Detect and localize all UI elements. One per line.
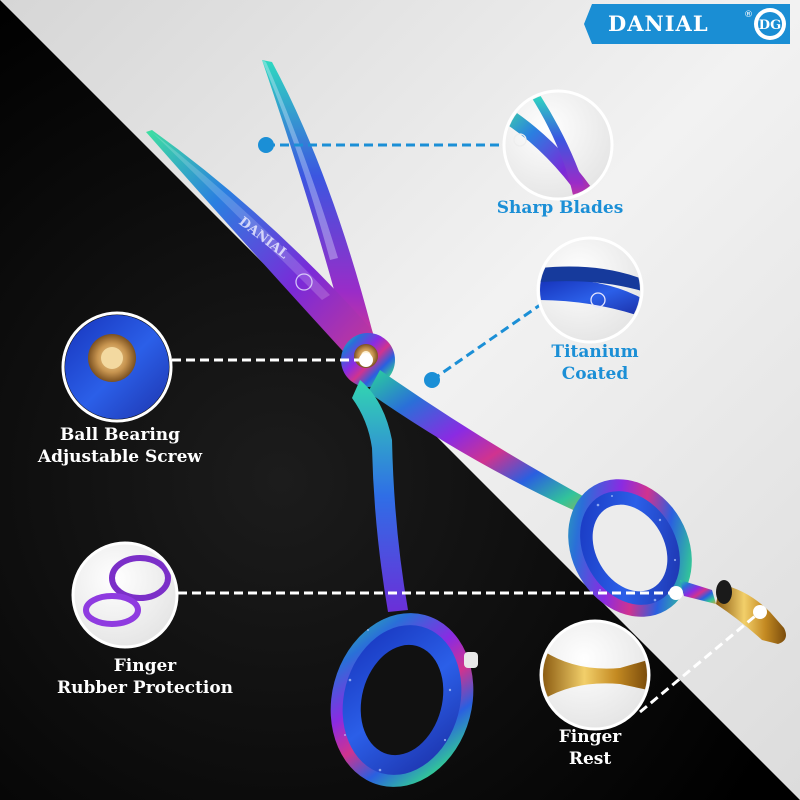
callout-sharp bbox=[258, 137, 505, 153]
detail-ball-bearing bbox=[61, 311, 173, 423]
brand-logo-badge: DG bbox=[584, 4, 790, 44]
label-ball-bearing: Ball Bearing Adjustable Screw bbox=[20, 424, 220, 468]
callout-ball bbox=[172, 353, 373, 367]
callout-rest bbox=[639, 605, 767, 714]
brand-name: DANIAL bbox=[608, 11, 709, 36]
callout-rubber bbox=[178, 586, 683, 600]
svg-text:DG: DG bbox=[759, 18, 781, 33]
label-rest-line1: Finger bbox=[558, 727, 622, 747]
detail-sharp-blades bbox=[502, 89, 614, 201]
label-titanium-line2: Coated bbox=[561, 364, 629, 384]
detail-finger-rest bbox=[539, 619, 651, 731]
label-sharp-blades-line1: Sharp Blades bbox=[496, 198, 624, 218]
handle-left-shank bbox=[352, 380, 408, 612]
label-rest-line2: Rest bbox=[568, 749, 612, 769]
label-rubber-line2: Rubber Protection bbox=[56, 678, 234, 698]
ring-glitter bbox=[344, 495, 677, 772]
blade-logo-mark bbox=[295, 273, 313, 291]
label-titanium-coated: Titanium Coated bbox=[530, 341, 660, 385]
label-ball-bearing-line2: Adjustable Screw bbox=[37, 447, 203, 467]
detail-titanium bbox=[536, 236, 644, 344]
detail-rubber bbox=[71, 541, 179, 649]
blade-front bbox=[146, 130, 375, 372]
callout-titan bbox=[424, 303, 541, 388]
label-finger-rest: Finger Rest bbox=[540, 726, 640, 770]
label-ball-bearing-line1: Ball Bearing bbox=[59, 425, 181, 445]
finger-rest-tang bbox=[716, 584, 786, 644]
label-rubber-line1: Finger bbox=[113, 656, 177, 676]
label-finger-rubber: Finger Rubber Protection bbox=[40, 655, 250, 699]
blade-upper bbox=[262, 60, 372, 350]
label-titanium-line1: Titanium bbox=[551, 342, 639, 362]
handle-right-shank bbox=[368, 370, 600, 522]
registered-mark: ® bbox=[744, 10, 753, 20]
label-sharp-blades: Sharp Blades bbox=[485, 197, 635, 219]
brand-logo: DANIAL ® bbox=[586, 3, 798, 47]
